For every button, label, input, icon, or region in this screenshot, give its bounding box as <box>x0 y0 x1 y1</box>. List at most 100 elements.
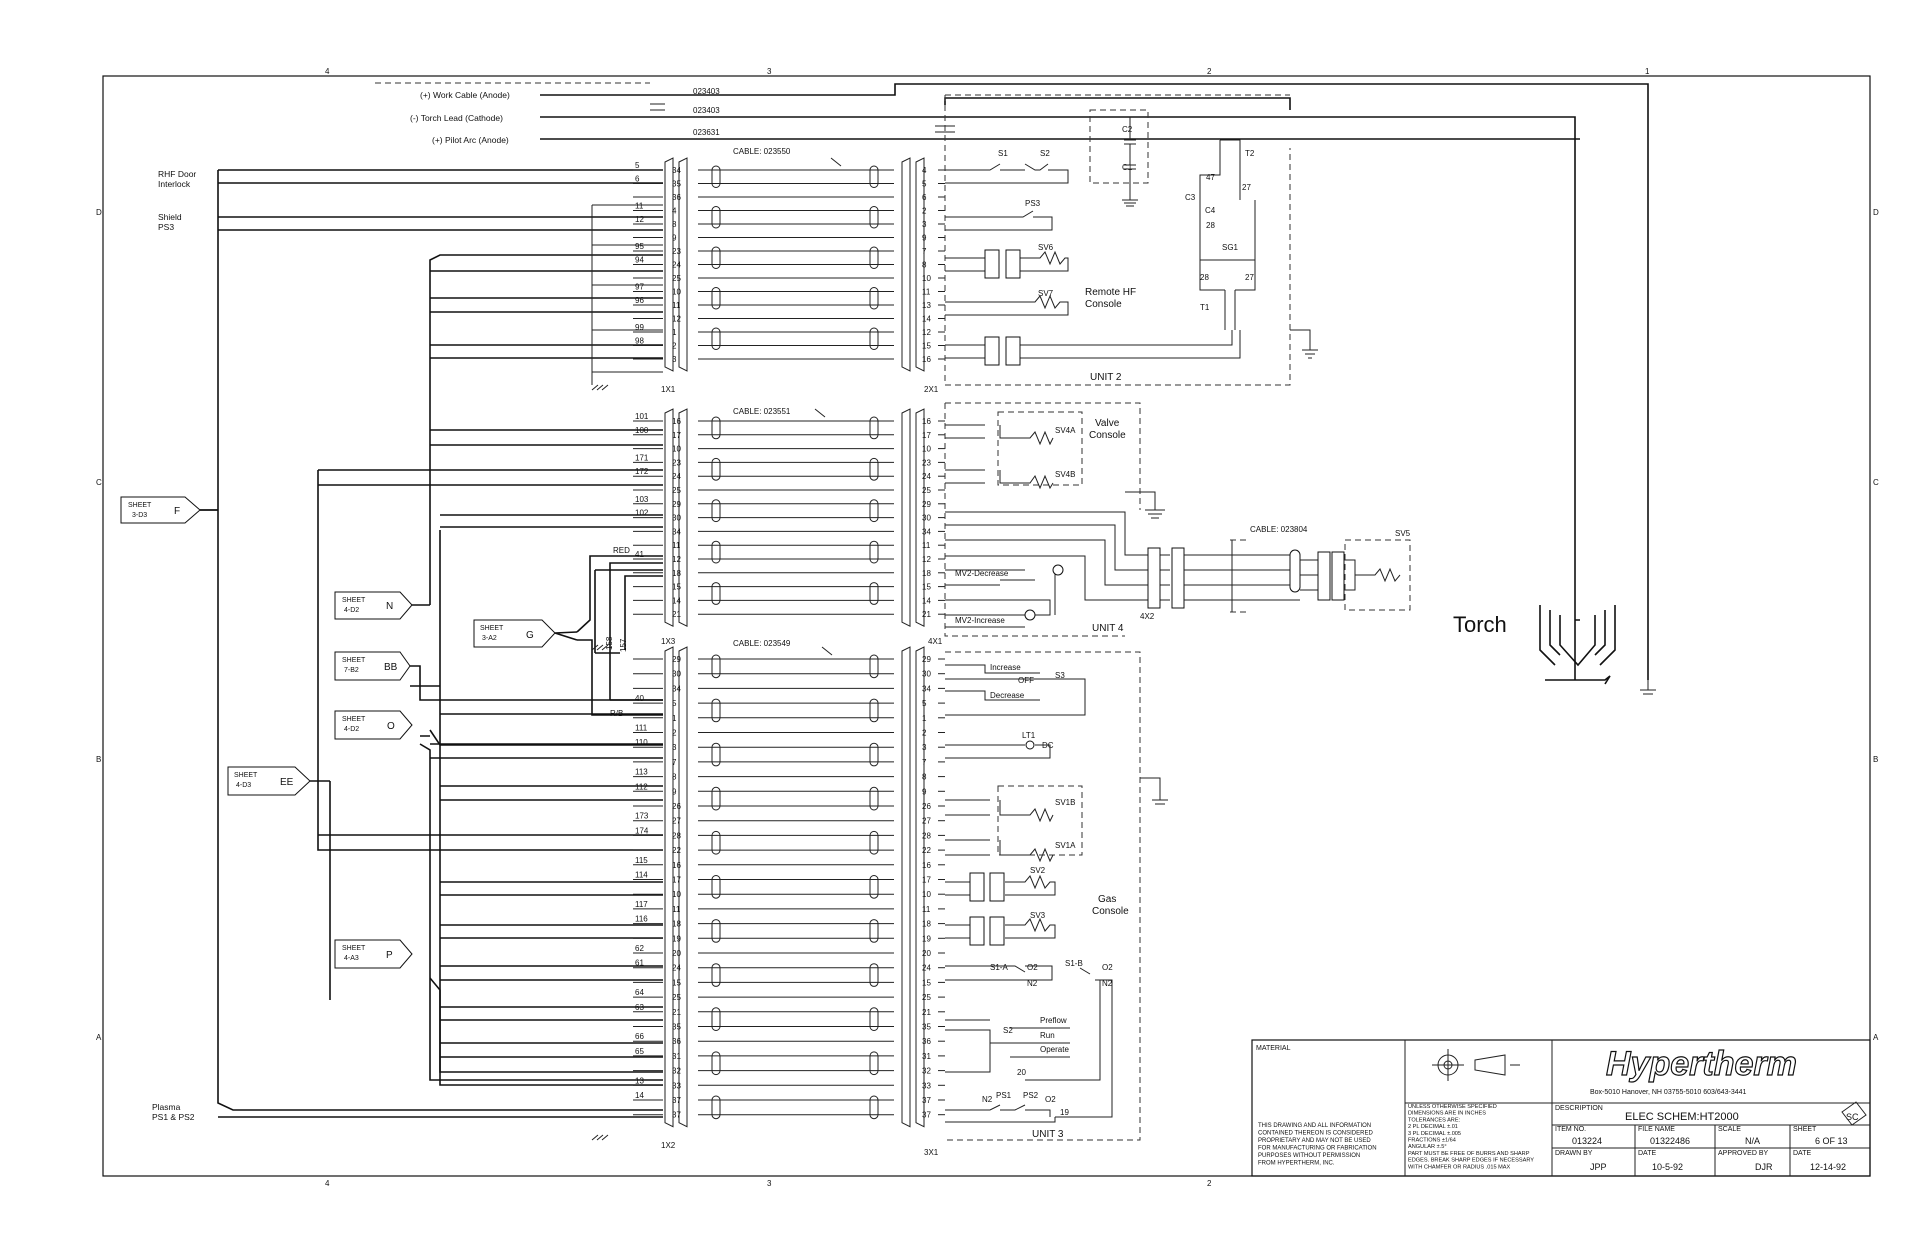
block3-sleeve-right <box>869 875 879 899</box>
block2-left-pin: 12 <box>672 555 681 564</box>
sheet-ref-P[interactable]: SHEET 4-A3 P <box>334 939 413 969</box>
block2-connector-right-shell <box>901 408 911 628</box>
o2-label-a: O2 <box>1027 963 1038 972</box>
block3-wire-number: 117 <box>635 900 648 909</box>
rhf-door-interlock-label-2: Interlock <box>158 179 191 189</box>
unit-2-title: UNIT 2 <box>1090 372 1122 383</box>
block3-right-pin: 24 <box>922 964 931 973</box>
block2-wire-number: 41 <box>635 550 644 559</box>
gas-console-label-1: Gas <box>1098 894 1116 905</box>
block3-left-pin: 29 <box>672 655 681 664</box>
block3-left-pin: 16 <box>672 861 681 870</box>
zone-right-B: B <box>1873 755 1878 764</box>
off-label: OFF <box>1018 676 1034 685</box>
block3-wire-number: 13 <box>635 1076 644 1085</box>
material-label: MATERIAL <box>1256 1045 1291 1052</box>
block2-left-pin: 23 <box>672 458 681 467</box>
block2-sleeve-right <box>869 499 879 523</box>
block3-left-pin: 33 <box>672 1081 681 1090</box>
block1-left-pin: 24 <box>672 261 681 270</box>
block3-sleeve-left <box>711 654 721 679</box>
block3-left-pin: 2 <box>672 729 677 738</box>
block3-left-pin: 27 <box>672 817 681 826</box>
block2-sleeve-left <box>711 499 721 523</box>
zone-markers: 4 3 2 1 4 3 2 D C B A D C B A <box>96 67 1879 1188</box>
block3-wire-number: 111 <box>635 724 648 733</box>
block1-left-pin: 11 <box>672 301 681 310</box>
power-supply-leads: (+) Work Cable (Anode) (-) Torch Lead (C… <box>375 82 1649 680</box>
sheet-ref-G[interactable]: SHEET 3-A2 G <box>473 619 556 648</box>
gas-console-label-2: Console <box>1092 906 1129 917</box>
sheet-ref-EE[interactable]: SHEET 4-D3 EE <box>227 766 311 796</box>
block3-wire-number: 116 <box>635 915 648 924</box>
block1-connector-right-shell <box>901 157 911 372</box>
node-28a: 28 <box>1206 221 1215 230</box>
block2-left-pin: 30 <box>672 514 681 523</box>
block2-right-pin: 14 <box>922 596 931 605</box>
block2-left-pin: 17 <box>672 431 681 440</box>
block3-wire-number: 114 <box>635 871 648 880</box>
block3-left-pin: 25 <box>672 993 681 1002</box>
block1-right-pin: 5 <box>922 180 927 189</box>
block2-right-pin: 21 <box>922 610 931 619</box>
torch-symbol <box>1539 605 1656 695</box>
sheet-ref-N[interactable]: SHEET 4-D2 N <box>334 591 413 620</box>
block3-right-pin: 27 <box>922 817 931 826</box>
block2-right-pin: 23 <box>922 458 931 467</box>
node-28b: 28 <box>1200 273 1209 282</box>
block3-wire-number: 110 <box>635 738 648 747</box>
torch-label: Torch <box>1453 612 1507 637</box>
approved-by-label: APPROVED BY <box>1718 1150 1769 1157</box>
block1-right-pin: 6 <box>922 193 927 202</box>
zone-left-C: C <box>96 478 102 487</box>
notice-line: PROPRIETARY AND MAY NOT BE USED <box>1258 1138 1371 1144</box>
scale-value: N/A <box>1745 1136 1760 1146</box>
tolerance-line: EDGES. BREAK SHARP EDGES IF NECESSARY <box>1408 1158 1534 1164</box>
unit-4-valve-console: UNIT 4 Valve Console SV4A SV4B MV2-Decre… <box>944 402 1656 695</box>
block3-left-pin: 20 <box>672 949 681 958</box>
block3-sleeve-right <box>869 654 879 679</box>
block3-right-pin: 3 <box>922 743 927 752</box>
block1-right-pin: 10 <box>922 274 931 283</box>
block3-wire-number: 66 <box>635 1032 644 1041</box>
block1-right-pin: 11 <box>922 288 931 297</box>
valve-sv4a: SV4A <box>1055 426 1076 435</box>
valve-console-label-1: Valve <box>1095 418 1120 429</box>
zone-bottom-1: 4 <box>325 1179 330 1188</box>
block1-right-pin: 4 <box>922 166 927 175</box>
block3-sleeve-right <box>869 1095 879 1120</box>
zone-left-A: A <box>96 1033 102 1042</box>
sheet-ref-F-ref: 3-D3 <box>132 512 147 519</box>
cable-023551-label: CABLE: 023551 <box>733 407 791 416</box>
sheet-ref-F[interactable]: SHEET 3-D3 F <box>120 496 201 524</box>
tolerance-line: PART MUST BE FREE OF BURRS AND SHARP <box>1408 1151 1530 1157</box>
remote-hf-console-label-2: Console <box>1085 299 1122 310</box>
block1-right-pin: 3 <box>922 220 927 229</box>
block3-sleeve-left <box>711 1007 721 1031</box>
sheet-value: 6 OF 13 <box>1815 1136 1848 1146</box>
valve-sv1a: SV1A <box>1055 841 1076 850</box>
block3-left-pin: 31 <box>672 1052 681 1061</box>
wire-158: 158 <box>605 636 614 650</box>
sheet-ref-O[interactable]: SHEET 4-D2 O <box>334 710 413 740</box>
sheet-ref-BB[interactable]: SHEET 7-B2 BB <box>334 651 411 681</box>
block1-sleeve-left <box>711 246 721 269</box>
block1-right-pin: 13 <box>922 301 931 310</box>
n2-label-a: N2 <box>1027 979 1038 988</box>
block1-left-pin: 1 <box>672 328 677 337</box>
wire-color-red: RED <box>613 546 630 555</box>
block3-left-pin: 18 <box>672 920 681 929</box>
unit-4-title: UNIT 4 <box>1092 623 1124 634</box>
block3-right-pin: 16 <box>922 861 931 870</box>
block3-sleeve-left <box>711 698 721 723</box>
spark-gap-sg1: SG1 <box>1222 243 1239 252</box>
block3-right-pin: 37 <box>922 1096 931 1105</box>
block1-sleeve-right <box>869 327 879 350</box>
block2-connector-left-shell-inner <box>678 408 688 628</box>
block1-left-pin: 23 <box>672 247 681 256</box>
block1-wire-number: 94 <box>635 256 644 265</box>
block3-right-pin: 8 <box>922 773 927 782</box>
block3-right-pin: 10 <box>922 890 931 899</box>
